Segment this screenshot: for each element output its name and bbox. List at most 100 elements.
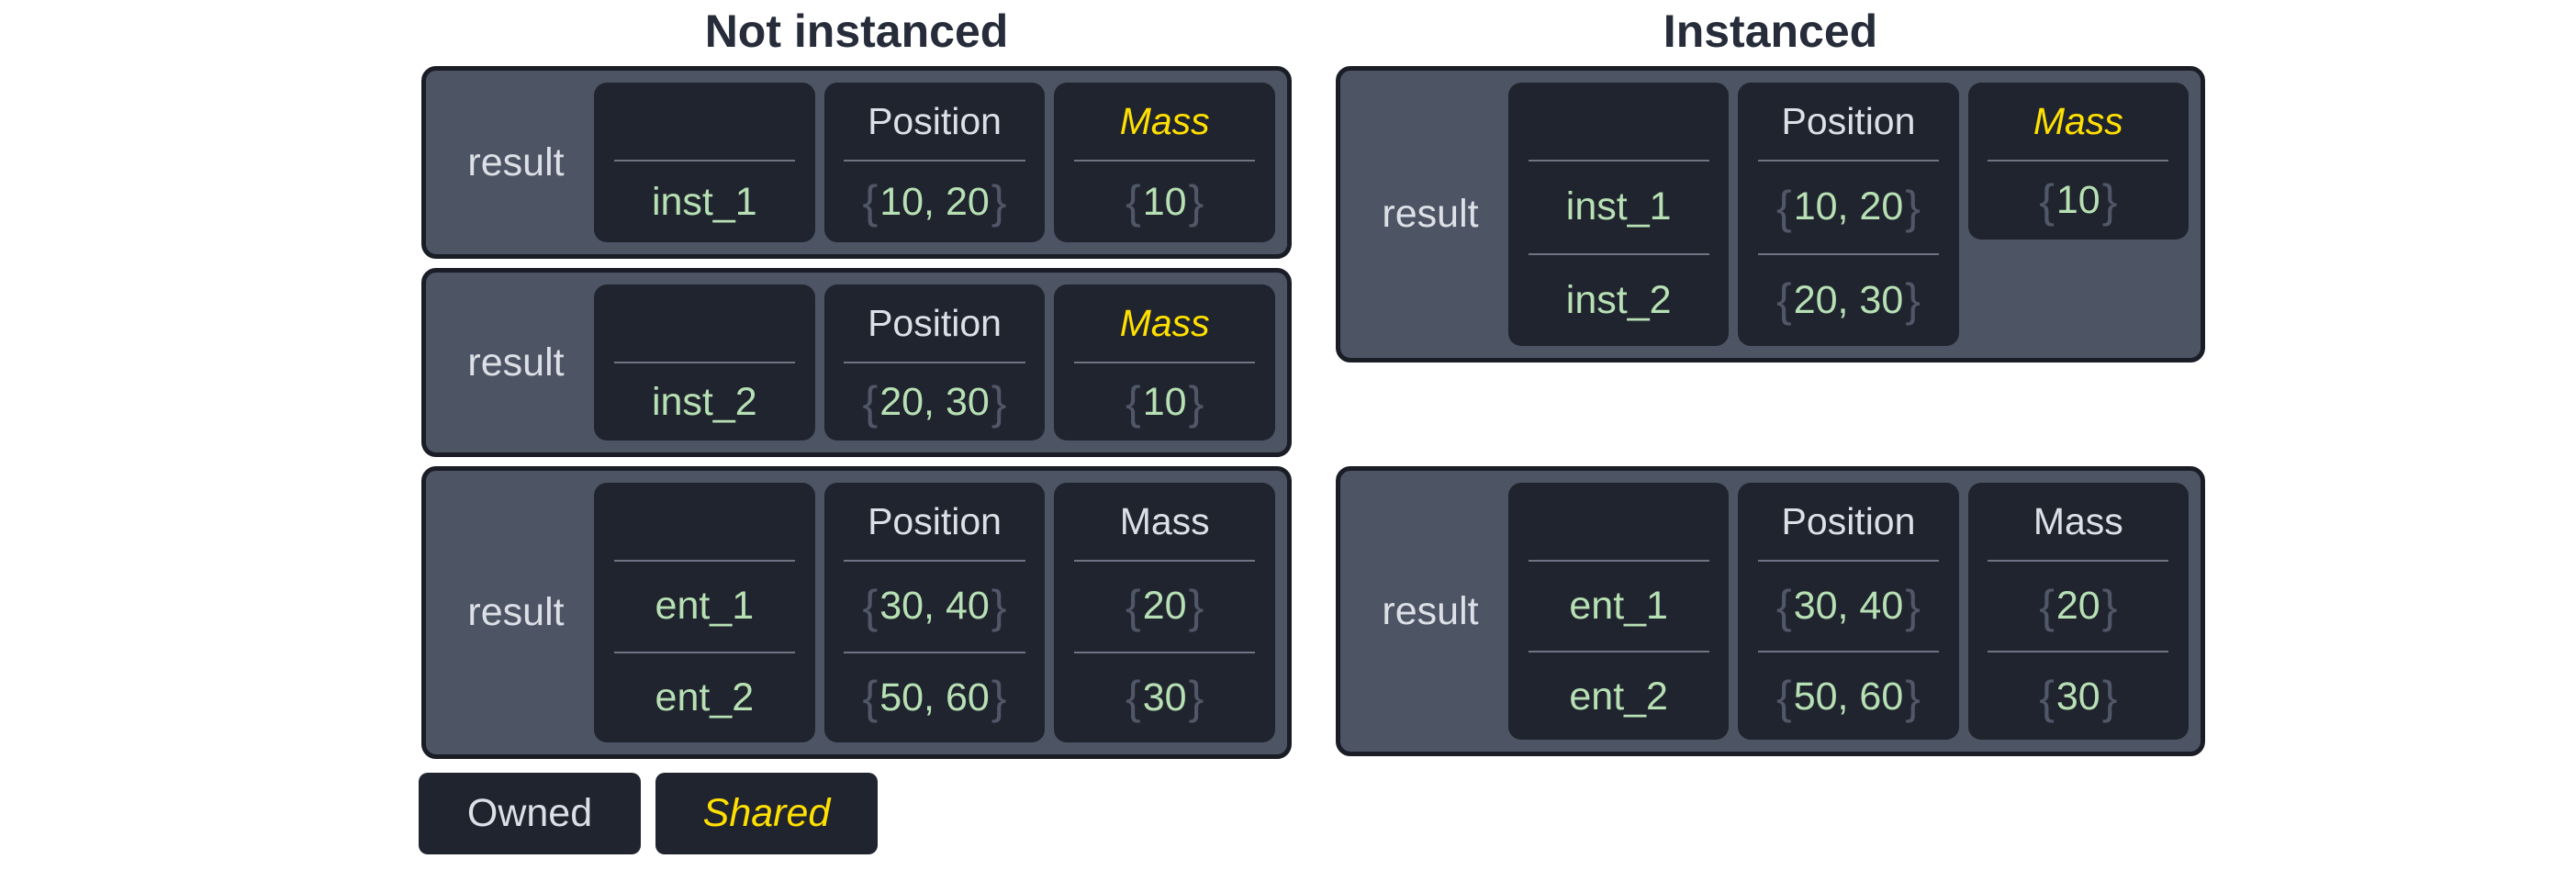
value-text: 10 bbox=[1142, 179, 1187, 224]
column-entity: inst_2 bbox=[594, 284, 815, 441]
cell-value: inst_1 bbox=[1508, 162, 1729, 253]
cell-value: {10, 20} bbox=[1738, 162, 1958, 253]
close-brace-glyph: } bbox=[1188, 376, 1204, 429]
legend-owned-label: Owned bbox=[466, 791, 593, 835]
cell-value: ent_1 bbox=[594, 562, 815, 652]
cell-value: ent_1 bbox=[1508, 562, 1729, 651]
value-text: 20 bbox=[2055, 584, 2100, 628]
cell-value: inst_2 bbox=[1508, 255, 1729, 347]
cell-divider bbox=[1528, 160, 1709, 162]
close-brace-glyph: } bbox=[1905, 580, 1921, 632]
row-label: result bbox=[1382, 192, 1479, 236]
open-brace-glyph: { bbox=[862, 672, 879, 724]
value-text: ent_2 bbox=[655, 675, 755, 719]
cell-header-mass: Mass bbox=[1119, 301, 1210, 344]
cell-divider bbox=[1074, 651, 1256, 653]
column-mass: Mass{20}{30} bbox=[1054, 483, 1276, 742]
column-mass: Mass{20}{30} bbox=[1967, 483, 2189, 740]
value-text: ent_1 bbox=[655, 584, 755, 629]
cell-divider bbox=[844, 651, 1025, 653]
section-title-not-instanced: Not instanced bbox=[704, 6, 1009, 57]
cell-header-position: Position bbox=[868, 499, 1002, 542]
close-brace-glyph: } bbox=[1905, 671, 1921, 723]
close-brace-glyph: } bbox=[991, 580, 1007, 632]
cell-divider bbox=[1757, 651, 1940, 652]
cell-divider bbox=[844, 362, 1025, 363]
open-brace-glyph: { bbox=[1126, 376, 1141, 429]
column-mass: Mass{10} bbox=[1054, 83, 1276, 242]
column-position: Position{30, 40}{50, 60} bbox=[1738, 483, 1959, 742]
cell-value: {30, 40} bbox=[824, 562, 1046, 652]
cell-divider bbox=[613, 160, 795, 162]
cell-header-entity bbox=[1508, 83, 1729, 160]
cell-value: {50, 60} bbox=[1738, 652, 1958, 742]
open-brace-glyph: { bbox=[2039, 671, 2055, 723]
column-entity: ent_1 ent_2 bbox=[594, 483, 815, 742]
cell-header-mass: Mass bbox=[2033, 99, 2123, 142]
column-entity: inst_1 bbox=[594, 83, 815, 242]
cell-value: {20, 30} bbox=[1738, 255, 1958, 347]
open-brace-glyph: { bbox=[862, 580, 879, 632]
cell-value: {10} bbox=[1968, 162, 2189, 240]
cell-divider bbox=[1757, 560, 1940, 562]
close-brace-glyph: } bbox=[1188, 580, 1204, 632]
cell-divider bbox=[1528, 560, 1709, 562]
close-brace-glyph: } bbox=[2101, 580, 2118, 632]
value-text: 10 bbox=[1142, 380, 1187, 424]
cell-divider bbox=[1757, 160, 1940, 162]
cell-divider bbox=[1988, 160, 2169, 162]
value-text: 10 bbox=[2055, 178, 2100, 222]
cell-value: {20} bbox=[1054, 562, 1275, 652]
cell-header-entity bbox=[594, 483, 815, 560]
value-text: inst_1 bbox=[651, 179, 757, 224]
value-text: ent_1 bbox=[1569, 584, 1668, 628]
cell-divider bbox=[844, 160, 1025, 162]
row-label: result bbox=[467, 590, 565, 634]
column-entity: inst_1 inst_2 bbox=[1508, 83, 1730, 347]
close-brace-glyph: } bbox=[991, 672, 1007, 724]
cell-value: {20, 30} bbox=[824, 363, 1046, 441]
cell-header-mass: Mass bbox=[1119, 99, 1210, 142]
column-position: Position{10, 20}{20, 30} bbox=[1738, 83, 1959, 347]
close-brace-glyph: } bbox=[1905, 274, 1921, 327]
cell-divider bbox=[1074, 560, 1256, 562]
column-position: Position{10, 20} bbox=[823, 83, 1046, 242]
cell-divider bbox=[1988, 560, 2169, 562]
open-brace-glyph: { bbox=[1126, 580, 1141, 632]
cell-divider bbox=[613, 362, 795, 363]
value-text: 10, 20 bbox=[879, 179, 990, 224]
cell-value: inst_1 bbox=[594, 162, 815, 242]
cell-divider bbox=[1528, 252, 1709, 255]
close-brace-glyph: } bbox=[1188, 672, 1204, 724]
open-brace-glyph: { bbox=[1126, 176, 1141, 228]
open-brace-glyph: { bbox=[1776, 181, 1792, 233]
column-mass: Mass {10} bbox=[1054, 284, 1276, 441]
row-label: result bbox=[467, 340, 565, 385]
value-text: inst_2 bbox=[651, 380, 757, 424]
cell-divider bbox=[1988, 651, 2169, 652]
cell-value: {10} bbox=[1054, 363, 1275, 441]
cell-header-mass: Mass bbox=[2033, 499, 2123, 542]
cell-divider bbox=[613, 651, 795, 653]
value-text: 10, 20 bbox=[1793, 184, 1904, 229]
open-brace-glyph: { bbox=[1776, 274, 1792, 327]
open-brace-glyph: { bbox=[1776, 671, 1792, 723]
cell-value: {10, 20} bbox=[824, 162, 1046, 242]
value-text: 30, 40 bbox=[879, 584, 990, 629]
column-mass: Mass {10} bbox=[1967, 83, 2189, 240]
open-brace-glyph: { bbox=[1776, 580, 1792, 632]
value-text: 30, 40 bbox=[1793, 584, 1904, 628]
value-text: 30 bbox=[2055, 675, 2100, 719]
open-brace-glyph: { bbox=[862, 176, 879, 228]
row-label: result bbox=[467, 139, 565, 184]
value-text: inst_1 bbox=[1565, 184, 1672, 229]
section-title-instanced: Instanced bbox=[1663, 6, 1878, 57]
cell-header-entity bbox=[594, 284, 815, 362]
